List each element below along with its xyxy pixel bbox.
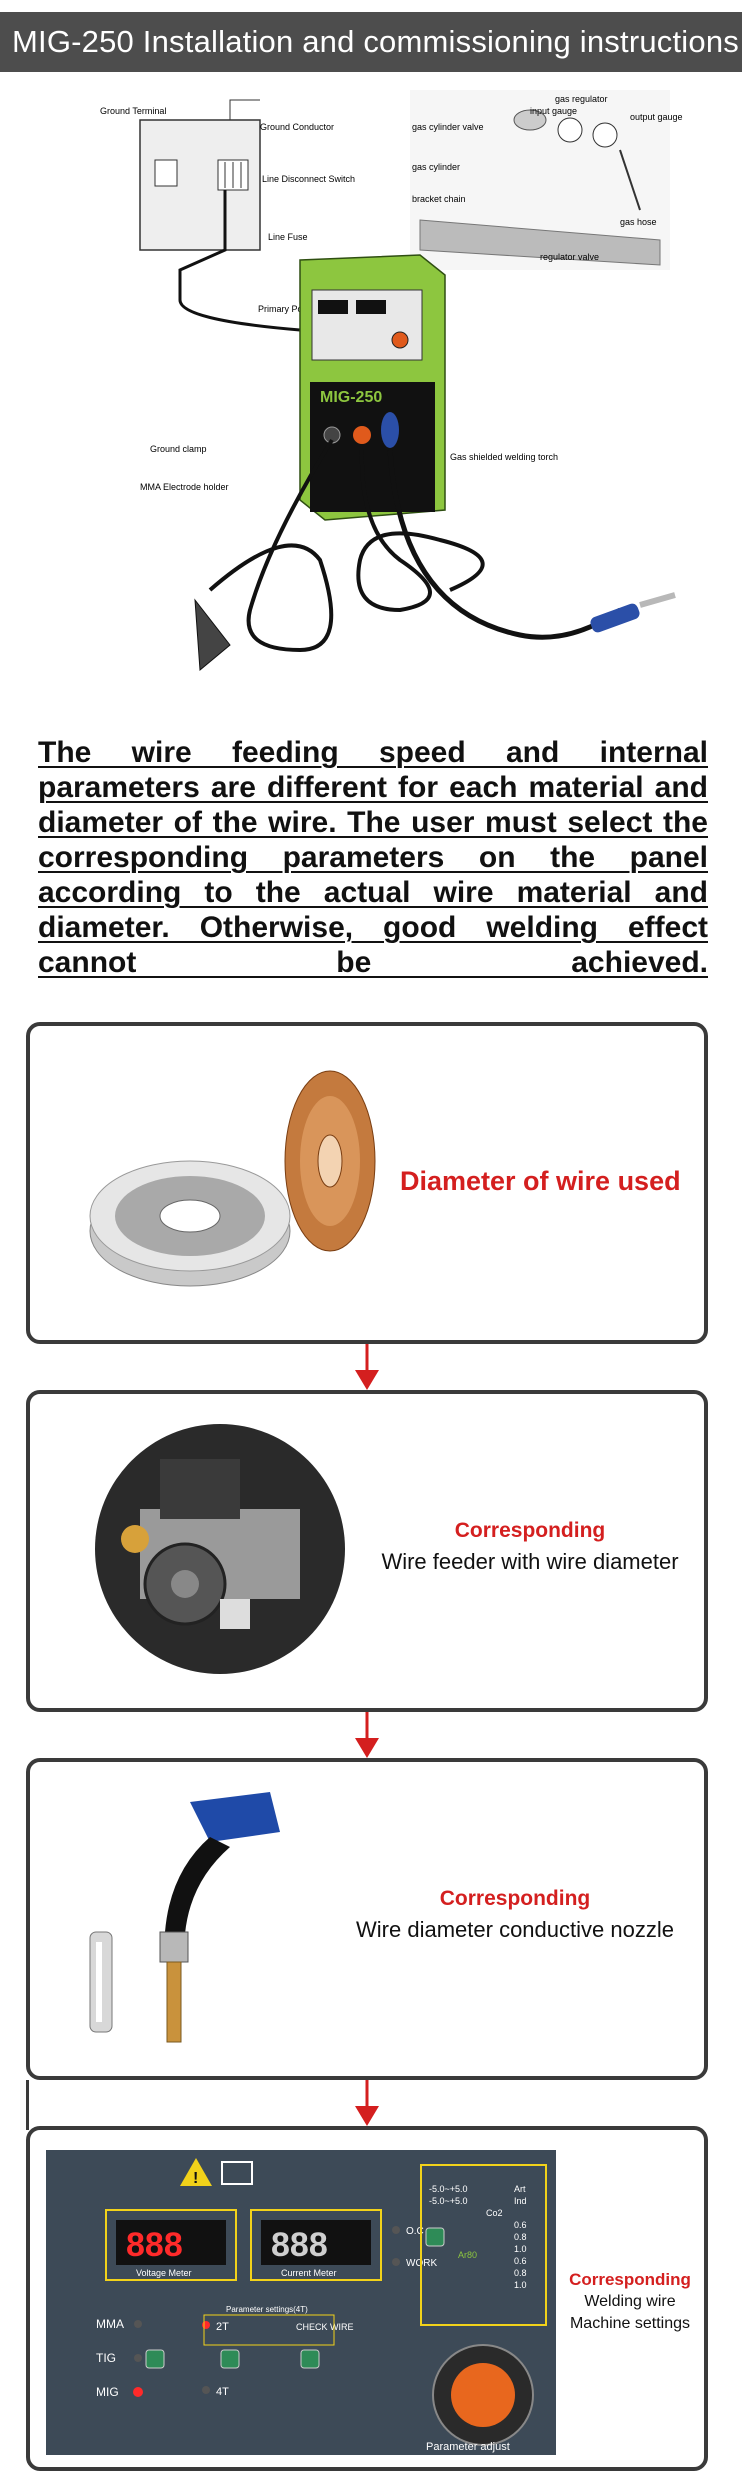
connector-line <box>26 2080 29 2130</box>
voltage-display: 888 <box>126 2226 183 2264</box>
feeder-corresponding-label: Corresponding <box>454 1519 606 1542</box>
step-panel-nozzle: Corresponding Wire diameter conductive n… <box>26 1758 708 2080</box>
ground-conductor-label: Ground Conductor <box>260 122 334 132</box>
diam-2: 1.0 <box>514 2244 527 2254</box>
tig-label: TIG <box>96 2351 116 2365</box>
line-fuse-label: Line Fuse <box>268 232 308 242</box>
step-panel-wire-feeder: Corresponding Wire feeder with wire diam… <box>26 1390 708 1712</box>
mma-electrode-holder-label: MMA Electrode holder <box>140 482 229 492</box>
nozzle-caption: Wire diameter conductive nozzle <box>356 1917 674 1942</box>
arrow-down-icon <box>355 2080 379 2126</box>
oc-label: O.C <box>406 2226 424 2237</box>
settings-caption-2: Machine settings <box>569 2315 691 2332</box>
feeder-caption: Wire feeder with wire diameter <box>381 1549 679 1574</box>
diam-1: 0.8 <box>514 2232 527 2242</box>
gas-2: Ind <box>514 2196 527 2206</box>
gas-1: Art <box>514 2184 526 2194</box>
arrow-down-icon <box>355 1712 379 1758</box>
nozzle-corresponding-label: Corresponding <box>439 1887 591 1910</box>
notice-paragraph: The wire feeding speed and internal para… <box>38 736 708 979</box>
page-title: MIG-250 Installation and commissioning i… <box>0 12 742 72</box>
regulator-valve-label: regulator valve <box>540 252 599 262</box>
gas-3: Co2 <box>486 2208 503 2218</box>
4t-label: 4T <box>216 2386 229 2398</box>
welding-setup-diagram: Ground Terminal Ground Conductor Line Di… <box>100 90 683 672</box>
line-disconnect-label: Line Disconnect Switch <box>262 174 355 184</box>
diam-3: 0.6 <box>514 2256 527 2266</box>
input-gauge-label: input gauge <box>530 106 577 116</box>
diam-5: 1.0 <box>514 2280 527 2290</box>
machine-brand: MIG-250 <box>320 389 382 406</box>
gas-torch-label: Gas shielded welding torch <box>450 452 558 462</box>
gas-4: Ar80 <box>458 2250 477 2260</box>
settings-corresponding-label: Corresponding <box>569 2270 691 2289</box>
wire-spools-image <box>89 1070 376 1287</box>
settings-caption-1: Welding wire <box>584 2293 676 2310</box>
arrow-down-icon <box>355 1344 379 1390</box>
gas-regulator-label: gas regulator <box>555 94 608 104</box>
svg-text:!: ! <box>193 2170 198 2187</box>
diam-0: 0.6 <box>514 2220 527 2230</box>
2t-label: 2T <box>216 2321 229 2333</box>
parameter-adjust-label: Parameter adjust <box>426 2441 510 2453</box>
range-1: -5.0~+5.0 <box>429 2184 468 2194</box>
step-panel-wire-diameter: Diameter of wire used <box>26 1022 708 1344</box>
bracket-chain-label: bracket chain <box>412 194 466 204</box>
torch-nozzle-image <box>89 1792 280 2043</box>
parameter-settings-label: Parameter settings(4T) <box>226 2305 308 2314</box>
wire-diameter-caption: Diameter of wire used <box>400 1166 681 1196</box>
step-panel-machine-settings: ! 888 Voltage Meter 888 Current Meter O.… <box>26 2126 708 2471</box>
output-gauge-label: output gauge <box>630 112 683 122</box>
check-wire-label: CHECK WIRE <box>296 2322 354 2332</box>
gas-hose-label: gas hose <box>620 217 657 227</box>
gas-cylinder-label: gas cylinder <box>412 162 460 172</box>
ground-terminal-label: Ground Terminal <box>100 106 166 116</box>
gas-cylinder-valve-label: gas cylinder valve <box>412 122 484 132</box>
wire-feeder-image <box>95 1424 345 1674</box>
ground-clamp-label: Ground clamp <box>150 444 207 454</box>
current-meter-label: Current Meter <box>281 2268 337 2278</box>
mma-label: MMA <box>96 2317 124 2331</box>
mig-label: MIG <box>96 2385 119 2399</box>
range-2: -5.0~+5.0 <box>429 2196 468 2206</box>
current-display: 888 <box>271 2226 328 2264</box>
voltage-meter-label: Voltage Meter <box>136 2268 192 2278</box>
control-panel-image: ! 888 Voltage Meter 888 Current Meter O.… <box>46 2150 556 2455</box>
diam-4: 0.8 <box>514 2268 527 2278</box>
